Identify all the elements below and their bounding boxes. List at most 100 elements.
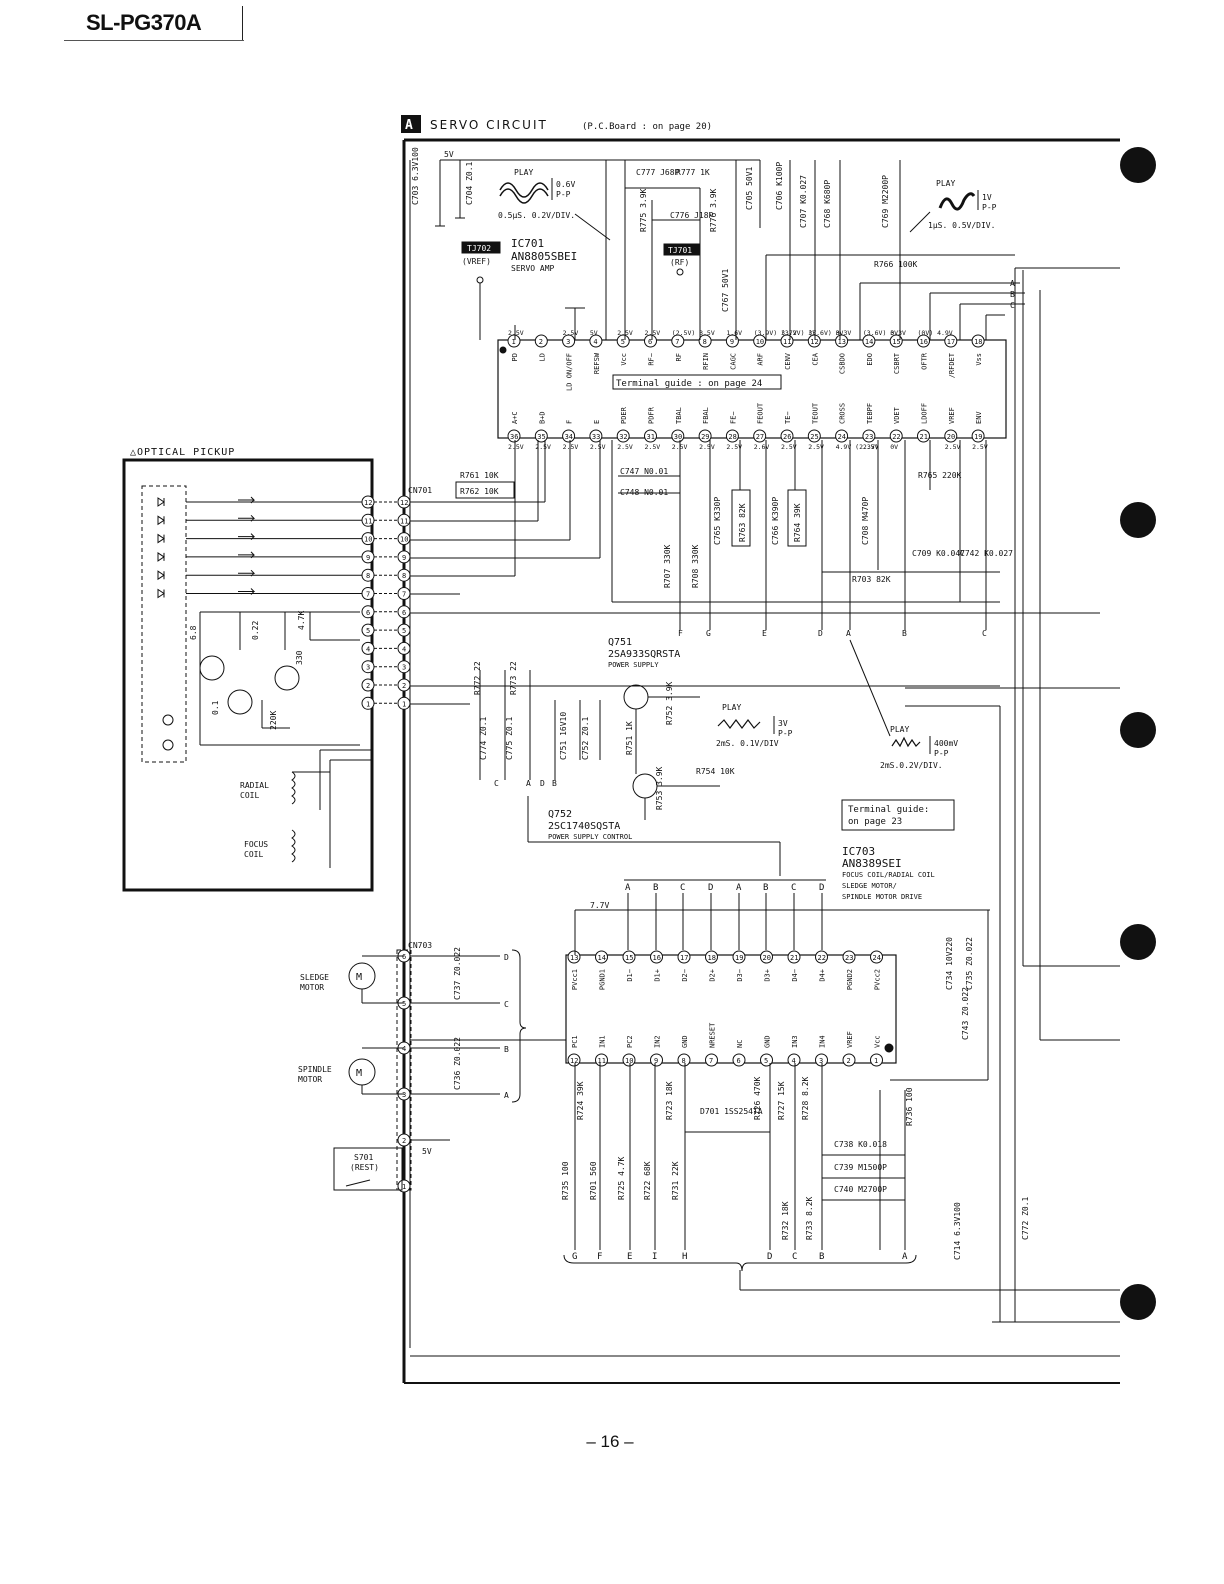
pickup-r1-label: 6.8 xyxy=(189,625,198,640)
c752-label: C752 Z0.1 xyxy=(581,716,590,760)
section-letter-box xyxy=(401,115,421,133)
cn701-wiring: R761 10K R762 10K xyxy=(410,440,1100,705)
ic703-pin-label: D1+ xyxy=(654,969,662,982)
s701-label: S701 xyxy=(354,1153,373,1162)
ic703-desc-1: FOCUS COIL/RADIAL COIL xyxy=(842,871,935,879)
r703-label: R703 82K xyxy=(852,575,891,584)
waveform-3-amp: 3V xyxy=(778,719,788,728)
ic703-pin-label: D3+ xyxy=(764,969,772,982)
ic701-pin-label: CENV xyxy=(784,352,792,370)
cn701-pin-number: 2 xyxy=(366,682,370,690)
cn701-board-pin-5 xyxy=(397,623,411,637)
ic701-pin-number: 12 xyxy=(810,338,818,346)
waveform-4-pp: P-P xyxy=(934,749,949,758)
ic701-name: IC701 xyxy=(511,237,544,250)
ic703-pin-number: 18 xyxy=(708,954,716,962)
c769-label: C769 M2200P xyxy=(881,175,890,228)
ic701-pin-number: 19 xyxy=(974,433,982,441)
cn701-pin-number: 1 xyxy=(402,700,406,708)
c765-label: C765 K330P xyxy=(713,497,722,545)
ic703-pin-label: NRESET xyxy=(709,1022,717,1048)
ic701-pin-number: 25 xyxy=(810,433,818,441)
ic701-pin-voltage: 2.5V xyxy=(699,443,715,451)
ic701-pin-number: 15 xyxy=(892,338,900,346)
monitor-diode-icon xyxy=(162,739,174,751)
ic703-pin-number: 17 xyxy=(680,954,688,962)
ic701-pin-voltage: 4.9V (2.3V) xyxy=(836,443,879,451)
ic703-input-d: D xyxy=(819,883,824,893)
ic703-pin-23 xyxy=(842,950,856,964)
c743-label: C743 Z0.022 xyxy=(961,987,970,1040)
ic703-pin-20 xyxy=(760,950,773,964)
ic703-pin-12 xyxy=(567,1053,581,1067)
power-supply-section: Q751 2SA933SQRSTA POWER SUPPLY R772 22 R… xyxy=(473,637,781,876)
r752-label: R752 3.9K xyxy=(665,681,674,725)
ic701-pin-number: 30 xyxy=(674,433,682,441)
cn703-pin-number: 4 xyxy=(402,1045,406,1053)
cn701-pin-number: 10 xyxy=(364,536,372,544)
svg-text:B: B xyxy=(1010,290,1015,299)
ic701-pin-label: F xyxy=(566,420,574,424)
ic703-pin-16 xyxy=(650,950,663,964)
ic703-output-c: C xyxy=(792,1252,797,1262)
ic701-pin-label: RF xyxy=(675,353,683,361)
tj702-label: TJ702 xyxy=(467,244,491,253)
ic701-pin-label: VREF xyxy=(948,407,956,424)
ic703-pin-6 xyxy=(732,1053,746,1067)
waveform-1-amp: 0.6V xyxy=(556,180,575,189)
ic701-pin-18 xyxy=(971,334,985,348)
svg-text:C: C xyxy=(982,629,987,638)
ic701-top-components: C703 6.3V100 C704 Z0.1 C777 J68P R777 1K… xyxy=(411,147,918,312)
ic701-pin-21 xyxy=(917,429,930,443)
ic703-pin-label: D3− xyxy=(736,969,744,982)
ic701-pin-label: CSBDO xyxy=(839,353,847,374)
s701-rest-label: (REST) xyxy=(350,1163,379,1172)
ic701-pin-number: 14 xyxy=(865,338,873,346)
photodiode-icon xyxy=(157,497,165,507)
ic703-pin-number: 14 xyxy=(598,954,606,962)
c739-label: C739 M1500P xyxy=(834,1163,887,1172)
binding-hole xyxy=(1120,924,1156,960)
r772-label: R772 22 xyxy=(473,661,482,695)
ic701-pin-24 xyxy=(835,429,849,443)
q751-part: 2SA933SQRSTA xyxy=(608,649,680,660)
focus-coil-label-2: COIL xyxy=(244,850,263,859)
ic701-part: AN8805SBEI xyxy=(511,250,577,263)
ic701-pin-26 xyxy=(780,429,794,443)
photodiode-icon xyxy=(157,533,165,544)
ic703-input-b: B xyxy=(763,883,768,893)
ic703-pin-number: 23 xyxy=(845,954,853,962)
c774-label: C774 Z0.1 xyxy=(479,716,488,760)
cn703-pin-number: 3 xyxy=(402,1091,406,1099)
cn703-pin-number: 5 xyxy=(402,1000,406,1008)
d701-label: D701 1SS254TA xyxy=(700,1107,763,1116)
r751-label: R751 1K xyxy=(625,721,634,755)
ic703-pin-number: 1 xyxy=(874,1057,878,1065)
cn701-board-pin-8 xyxy=(397,568,411,582)
ic701-pin-number: 34 xyxy=(565,433,573,441)
ic701-pin-number: 23 xyxy=(865,433,873,441)
tj701-rf: (RF) xyxy=(670,258,689,267)
ic701-pin-voltage: 2.6V xyxy=(754,443,770,451)
q751-desc: POWER SUPPLY xyxy=(608,661,659,669)
r764-label: R764 39K xyxy=(793,503,802,542)
cn701-pin-number: 9 xyxy=(402,554,406,562)
ic703-output-b: B xyxy=(819,1252,824,1262)
ic703-pin-number: 12 xyxy=(570,1057,578,1065)
pickup-title: △OPTICAL PICKUP xyxy=(130,447,235,458)
ic701-pin-19 xyxy=(971,429,985,443)
model-number: SL-PG370A xyxy=(86,10,202,35)
waveform-1-scale: 0.5µS. 0.2V/DIV. xyxy=(498,211,575,220)
ic703-pin-label: GND xyxy=(681,1035,689,1048)
ic701-pin-number: 32 xyxy=(619,433,627,441)
waveform-3: PLAY 3V P-P 2mS. 0.1V/DIV xyxy=(716,703,793,748)
ic703-pin-18 xyxy=(705,950,718,964)
cn701-board-pin-10 xyxy=(397,532,411,546)
r765-label: R765 220K xyxy=(918,471,962,480)
ic703-output-d: D xyxy=(767,1252,772,1262)
ic701-pin-voltage: 0V xyxy=(890,329,898,337)
c748-label: C748 N0.01 xyxy=(620,488,668,497)
ic703-pin-label: NC xyxy=(736,1040,744,1048)
sledge-motor-label-2: MOTOR xyxy=(300,983,324,992)
